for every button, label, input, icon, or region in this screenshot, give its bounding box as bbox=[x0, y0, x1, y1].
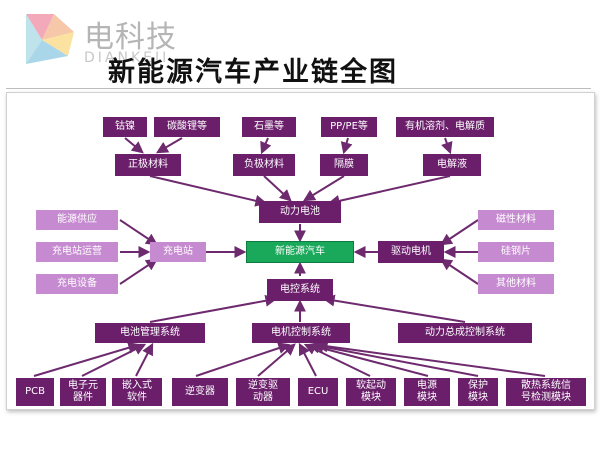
node-pcb: PCB bbox=[16, 378, 54, 406]
node-youji: 有机溶剂、电解质 bbox=[396, 117, 494, 137]
logo-text-en: DIANKEJI bbox=[84, 50, 170, 66]
link-shimo-fuji bbox=[260, 137, 272, 155]
link-qiannie-zhengji bbox=[124, 137, 144, 154]
link-pppe-gemo bbox=[340, 137, 353, 155]
node-ruanqidong-mokuai: 软起动 模块 bbox=[346, 378, 396, 406]
link-sanre-dianji bbox=[315, 340, 546, 377]
link-qita-qudong bbox=[440, 258, 479, 285]
node-dianchi-guanli: 电池管理系统 bbox=[95, 323, 205, 343]
node-gemo: 隔膜 bbox=[320, 154, 368, 176]
link-nibian-dianji bbox=[195, 342, 291, 377]
node-nibian-qudongqi: 逆变驱 动器 bbox=[236, 378, 290, 406]
logo-mark-icon bbox=[26, 14, 74, 64]
node-xinnengyuan-qiche: 新能源汽车 bbox=[246, 241, 354, 263]
node-zhengji: 正极材料 bbox=[115, 154, 181, 176]
link-dianjieye-dongli bbox=[327, 175, 451, 207]
link-shebei-chongdianzhan bbox=[119, 258, 158, 285]
node-chongdian-shebei: 充电设备 bbox=[36, 274, 118, 294]
node-ecu: ECU bbox=[298, 378, 338, 406]
node-qianrushi-ruanjian: 嵌入式 软件 bbox=[112, 378, 162, 406]
node-dongli-dianchi: 动力电池 bbox=[259, 201, 341, 223]
link-qianru-dianchi bbox=[135, 342, 154, 377]
node-nengyuan-gongying: 能源供应 bbox=[36, 210, 118, 230]
link-cixing-qudong bbox=[440, 219, 479, 246]
node-chongdianzhan-yunying: 充电站运营 bbox=[36, 242, 118, 262]
node-qiannie: 钴镍 bbox=[103, 117, 147, 137]
link-nengyuan-chongdianzhan bbox=[119, 219, 158, 246]
node-cixing-cailiao: 磁性材料 bbox=[478, 210, 554, 230]
node-shimo: 石墨等 bbox=[242, 117, 296, 137]
link-pcb-dianchi bbox=[33, 341, 141, 377]
diagram-title: 新能源汽车产业链全图 bbox=[108, 57, 398, 88]
node-nibianqi: 逆变器 bbox=[172, 378, 228, 406]
node-dianji-kongzhi: 电机控制系统 bbox=[252, 323, 350, 343]
node-baohu-mokuai: 保护 模块 bbox=[458, 378, 498, 406]
logo-text-cn: 电科技 bbox=[84, 20, 177, 55]
node-sanre-xitong: 散热系统信 号检测模块 bbox=[506, 378, 586, 406]
node-guigangpian: 硅钢片 bbox=[478, 242, 554, 262]
link-gemo-dongli bbox=[302, 175, 345, 202]
link-ecu-dianji bbox=[298, 342, 317, 377]
node-qudong-dianji: 驱动电机 bbox=[378, 241, 444, 263]
node-pppe: PP/PE等 bbox=[321, 117, 377, 137]
link-dianyuan-dianji bbox=[307, 341, 429, 377]
link-dongli-zc-diankong bbox=[322, 294, 466, 323]
logo: 电科技 DIANKEJI bbox=[24, 10, 264, 72]
link-fuji-dongli bbox=[263, 175, 292, 202]
link-tansuanli-zhengji bbox=[155, 137, 183, 154]
node-dianjieye: 电解液 bbox=[423, 154, 481, 176]
link-nibianqd-dianji bbox=[257, 343, 296, 377]
node-qita-cailiao: 其他材料 bbox=[478, 274, 554, 294]
node-fuji: 负极材料 bbox=[233, 154, 295, 176]
node-chongdianzhan: 充电站 bbox=[150, 242, 206, 262]
link-baohu-dianji bbox=[311, 340, 479, 377]
node-dianyuan-mokuai: 电源 模块 bbox=[404, 378, 450, 406]
node-diankong-xitong: 电控系统 bbox=[267, 279, 333, 301]
title-divider bbox=[6, 88, 591, 89]
link-youji-dianjieye bbox=[441, 137, 453, 155]
node-donglizongcheng: 动力总成控制系统 bbox=[398, 323, 532, 343]
link-dianchi-diankong bbox=[149, 294, 278, 323]
node-dianzi-yuanqijian: 电子元 器件 bbox=[60, 378, 106, 406]
node-tansuanli: 碳酸锂等 bbox=[154, 117, 220, 137]
link-dianzi-dianchi bbox=[81, 343, 147, 377]
link-zhengji-dongli bbox=[149, 175, 268, 207]
